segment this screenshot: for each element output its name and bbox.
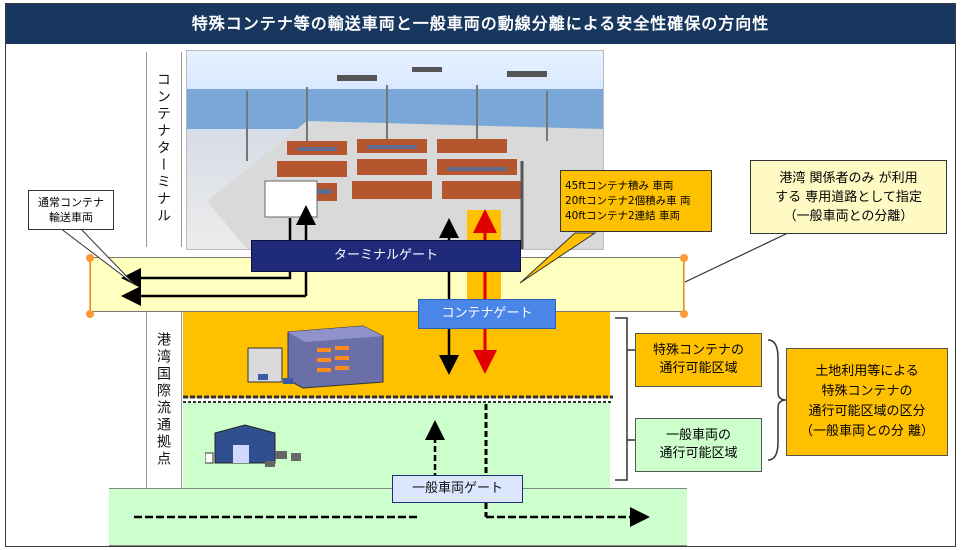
land-use-line-2: 特殊コンテナの [821, 384, 913, 399]
warehouse-image [247, 325, 384, 389]
diagram-title: 特殊コンテナ等の輸送車両と一般車両の動線分離による安全性確保の方向性 [6, 4, 955, 44]
terminal-label-box [146, 52, 182, 247]
dedicated-road-line-1: 港湾 関係者のみ が利用 [779, 170, 918, 186]
general-vehicle-gate: 一般車両ゲート [392, 475, 523, 503]
normal-vehicle-line-1: 通常コンテナ [38, 196, 104, 209]
diagram-frame [5, 3, 956, 547]
special-vehicle-callout: 45ftコンテナ積み 車両 20ftコンテナ2個積み車 両 40ftコンテナ2連… [560, 170, 712, 232]
special-vehicle-line-1: 45ftコンテナ積み 車両 [565, 179, 674, 192]
container-terminal-image [186, 50, 604, 250]
normal-vehicle-callout: 通常コンテナ 輸送車両 [28, 190, 114, 230]
facility-image [205, 424, 301, 467]
land-use-line-1: 土地利用等による [815, 364, 919, 379]
special-zone-line-2: 通行可能区域 [659, 361, 738, 376]
general-zone-box: 一般車両の 通行可能区域 [635, 418, 762, 472]
road-selection-handles [86, 254, 688, 318]
dedicated-road-line-3: （一般車両との分離） [783, 208, 914, 224]
land-use-line-4: （一般車両との分 離） [799, 424, 934, 439]
dedicated-road-line-2: する 専用道路として指定 [775, 189, 922, 205]
terminal-gate: ターミナルゲート [251, 240, 521, 272]
container-gate: コンテナゲート [418, 299, 556, 329]
dedicated-road-callout: 港湾 関係者のみ が利用 する 専用道路として指定 （一般車両との分離） [750, 160, 947, 234]
hub-label-box [146, 312, 182, 488]
land-use-box: 土地利用等による 特殊コンテナの 通行可能区域の区分 （一般車両との分 離） [786, 348, 948, 456]
general-zone-line-2: 通行可能区域 [659, 446, 738, 461]
terminal-label: コンテナターミナル [155, 72, 171, 225]
normal-vehicle-line-2: 輸送車両 [49, 211, 93, 224]
special-zone-box: 特殊コンテナの 通行可能区域 [635, 333, 762, 387]
general-zone-line-1: 一般車両の [665, 428, 731, 443]
land-use-line-3: 通行可能区域の区分 [808, 404, 926, 419]
special-vehicle-line-3: 40ftコンテナ2連結 車両 [565, 209, 681, 222]
special-vehicle-line-2: 20ftコンテナ2個積み車 両 [565, 194, 691, 207]
hub-label: 港湾国際流通拠点 [155, 332, 171, 468]
special-zone-line-1: 特殊コンテナの [652, 343, 744, 358]
zone-boundary-line [183, 395, 613, 403]
